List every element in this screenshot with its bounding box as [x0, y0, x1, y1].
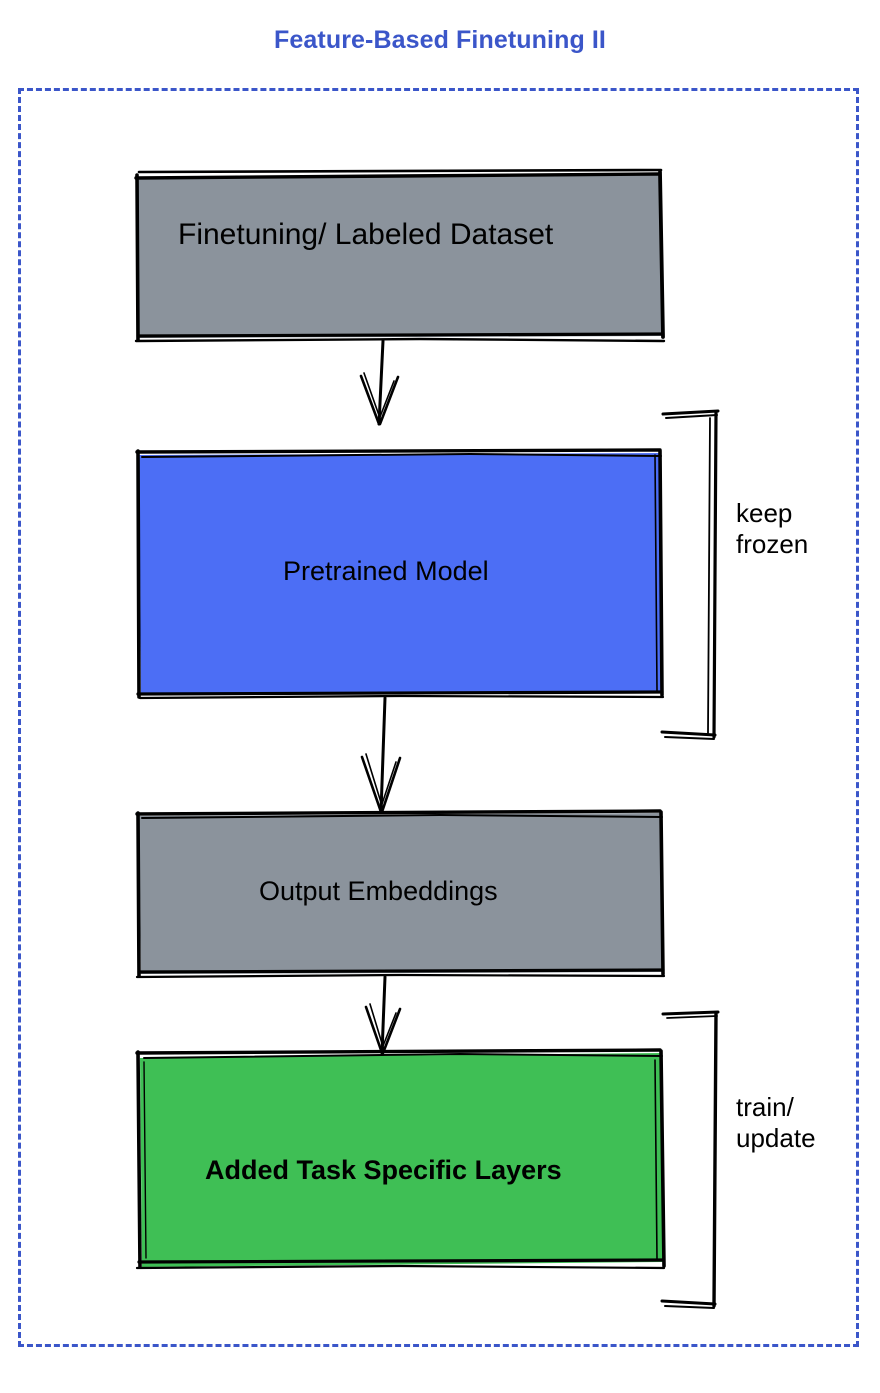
node-stroke-task-layers-left-a: [136, 1050, 142, 1269]
edge-head-2-left2: [365, 753, 384, 810]
bracket-train-top-a: [661, 1010, 720, 1016]
node-stroke-task-layers-left-b: [143, 1061, 147, 1259]
node-stroke-embeddings-top-a: [135, 809, 662, 816]
edge-line-2: [379, 696, 387, 814]
edge-head-3-left2: [369, 1003, 385, 1051]
edge-embeddings-to-task-layers: [364, 975, 402, 1055]
bracket-frozen-top-a: [661, 409, 720, 416]
edge-dataset-to-pretrained: [359, 339, 400, 426]
node-stroke-pretrained-left: [136, 449, 141, 699]
bracket-train-top-b: [666, 1015, 718, 1019]
node-label-added-task-specific-layers: Added Task Specific Layers: [205, 1155, 562, 1185]
edge-head-2-right: [380, 756, 402, 814]
node-pretrained-model[interactable]: [135, 448, 665, 700]
edge-head-2-right2: [379, 761, 397, 811]
node-label-pretrained-model: Pretrained Model: [283, 556, 489, 586]
node-stroke-dataset-top-b: [137, 168, 663, 174]
bracket-frozen-bottom-b: [664, 736, 715, 740]
node-stroke-embeddings-left: [136, 811, 141, 978]
bracket-train-update: [660, 1010, 720, 1309]
annotation-train-update: train/ update: [736, 1092, 816, 1154]
node-stroke-task-layers-right-a: [659, 1049, 666, 1268]
bracket-frozen-bottom-a: [660, 730, 717, 737]
bracket-train-spine: [712, 1011, 718, 1308]
edge-line-1: [377, 339, 385, 426]
node-stroke-pretrained-right-a: [658, 449, 664, 697]
edge-head-2-left: [360, 755, 383, 814]
node-stroke-pretrained-top-b: [141, 452, 662, 458]
edge-line-3: [380, 975, 387, 1055]
edge-head-1-right: [378, 375, 400, 426]
node-stroke-task-layers-top-b: [143, 1052, 663, 1059]
node-stroke-dataset-bottom-b: [134, 337, 666, 343]
edge-head-3-right2: [380, 1012, 397, 1052]
node-stroke-embeddings-top-b: [141, 813, 663, 819]
edge-pretrained-to-embeddings: [360, 696, 402, 814]
node-fill-dataset: [137, 173, 662, 338]
node-added-task-specific-layers[interactable]: [135, 1048, 666, 1270]
node-stroke-pretrained-bottom-b: [138, 694, 665, 700]
page-title: Feature-Based Finetuning II: [274, 26, 606, 54]
node-label-finetuning-dataset: Finetuning/ Labeled Dataset: [178, 218, 554, 251]
node-stroke-dataset-top-a: [134, 172, 661, 180]
node-stroke-dataset-left: [135, 173, 140, 342]
edge-head-3-left: [364, 1005, 384, 1055]
node-stroke-embeddings-bottom-a: [137, 968, 665, 974]
node-stroke-task-layers-top-a: [135, 1048, 662, 1055]
node-label-output-embeddings: Output Embeddings: [259, 876, 498, 906]
node-fill-task-layers: [140, 1053, 663, 1267]
node-stroke-task-layers-bottom-a: [137, 1258, 665, 1264]
edge-head-1-right2: [377, 380, 395, 423]
node-stroke-task-layers-bottom-b: [135, 1264, 666, 1270]
node-output-embeddings[interactable]: [135, 809, 666, 979]
node-stroke-pretrained-top-a: [135, 448, 662, 454]
bracket-frozen-spine-a: [712, 410, 718, 739]
bracket-train-bottom-a: [660, 1299, 717, 1306]
node-stroke-embeddings-right: [659, 810, 665, 976]
node-stroke-dataset-bottom-a: [136, 332, 665, 338]
bracket-frozen-spine-b: [707, 417, 711, 734]
node-stroke-pretrained-bottom-a: [136, 690, 664, 696]
bracket-keep-frozen: [660, 409, 720, 740]
node-fill-embeddings: [139, 813, 663, 974]
edge-head-1-left2: [363, 372, 382, 422]
node-fill-pretrained: [139, 453, 661, 694]
edge-head-1-left: [359, 374, 381, 426]
node-stroke-pretrained-right-b: [654, 454, 658, 691]
node-finetuning-dataset[interactable]: [134, 168, 666, 343]
bracket-train-bottom-b: [664, 1305, 715, 1309]
node-stroke-embeddings-bottom-b: [135, 973, 666, 979]
bracket-frozen-top-b: [665, 414, 718, 419]
node-stroke-task-layers-right-b: [654, 1059, 658, 1260]
node-stroke-dataset-right: [658, 170, 665, 339]
edge-head-3-right: [381, 1007, 402, 1055]
annotation-keep-frozen: keep frozen: [736, 498, 809, 560]
